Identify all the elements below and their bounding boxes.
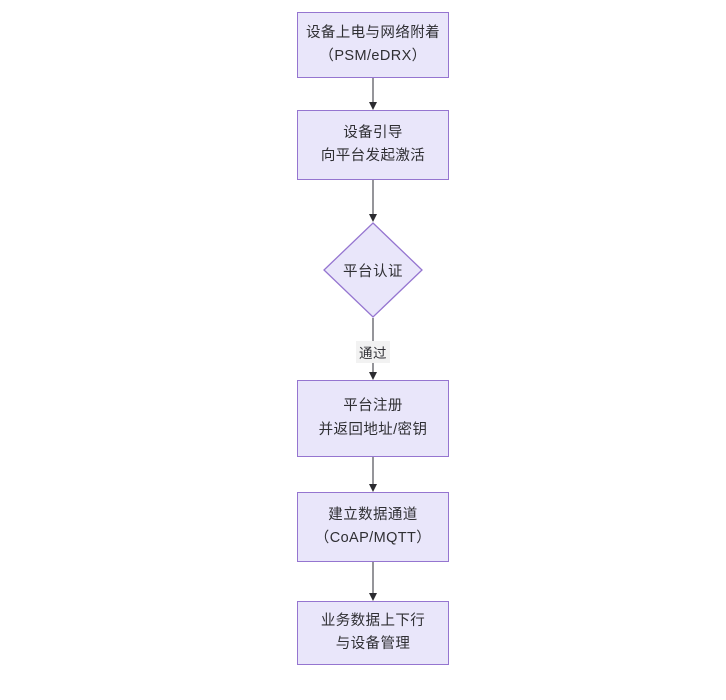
node-label-line1: 业务数据上下行 xyxy=(320,612,426,629)
node-label-line1: 平台注册 xyxy=(343,398,403,415)
node-label-line1: 设备上电与网络附着 xyxy=(305,24,441,41)
flow-connector xyxy=(365,78,381,110)
flow-connector xyxy=(365,562,381,601)
diamond-shape-icon xyxy=(323,222,423,318)
process-node-n1[interactable]: 设备上电与网络附着 （PSM/eDRX） xyxy=(297,12,449,78)
decision-node-n3[interactable]: 平台认证 xyxy=(323,222,423,318)
arrow-head-icon xyxy=(369,593,377,601)
node-label-line2: 向平台发起激活 xyxy=(320,148,426,164)
process-node-n2[interactable]: 设备引导向平台发起激活 xyxy=(297,110,449,180)
node-label-line1: 设备引导 xyxy=(343,124,403,141)
node-label-line2: 并返回地址/密钥 xyxy=(318,421,428,438)
flow-connector xyxy=(365,457,381,492)
edge-label: 通过 xyxy=(356,341,390,363)
node-label-line2: （PSM/eDRX） xyxy=(319,48,427,64)
process-node-n5[interactable]: 建立数据通道 （CoAP/MQTT） xyxy=(297,492,449,562)
process-node-n4[interactable]: 平台注册并返回地址/密钥 xyxy=(297,380,449,457)
arrow-head-icon xyxy=(369,102,377,110)
node-label-line1: 建立数据通道 xyxy=(328,506,418,523)
arrow-head-icon xyxy=(369,214,377,222)
process-node-n6[interactable]: 业务数据上下行与设备管理 xyxy=(297,601,449,665)
flow-connector xyxy=(365,180,381,222)
arrow-head-icon xyxy=(369,372,377,380)
node-label-line2: 与设备管理 xyxy=(335,636,411,652)
node-label-line2: （CoAP/MQTT） xyxy=(314,530,432,546)
arrow-head-icon xyxy=(369,484,377,492)
node-label: 平台认证 xyxy=(343,263,403,280)
